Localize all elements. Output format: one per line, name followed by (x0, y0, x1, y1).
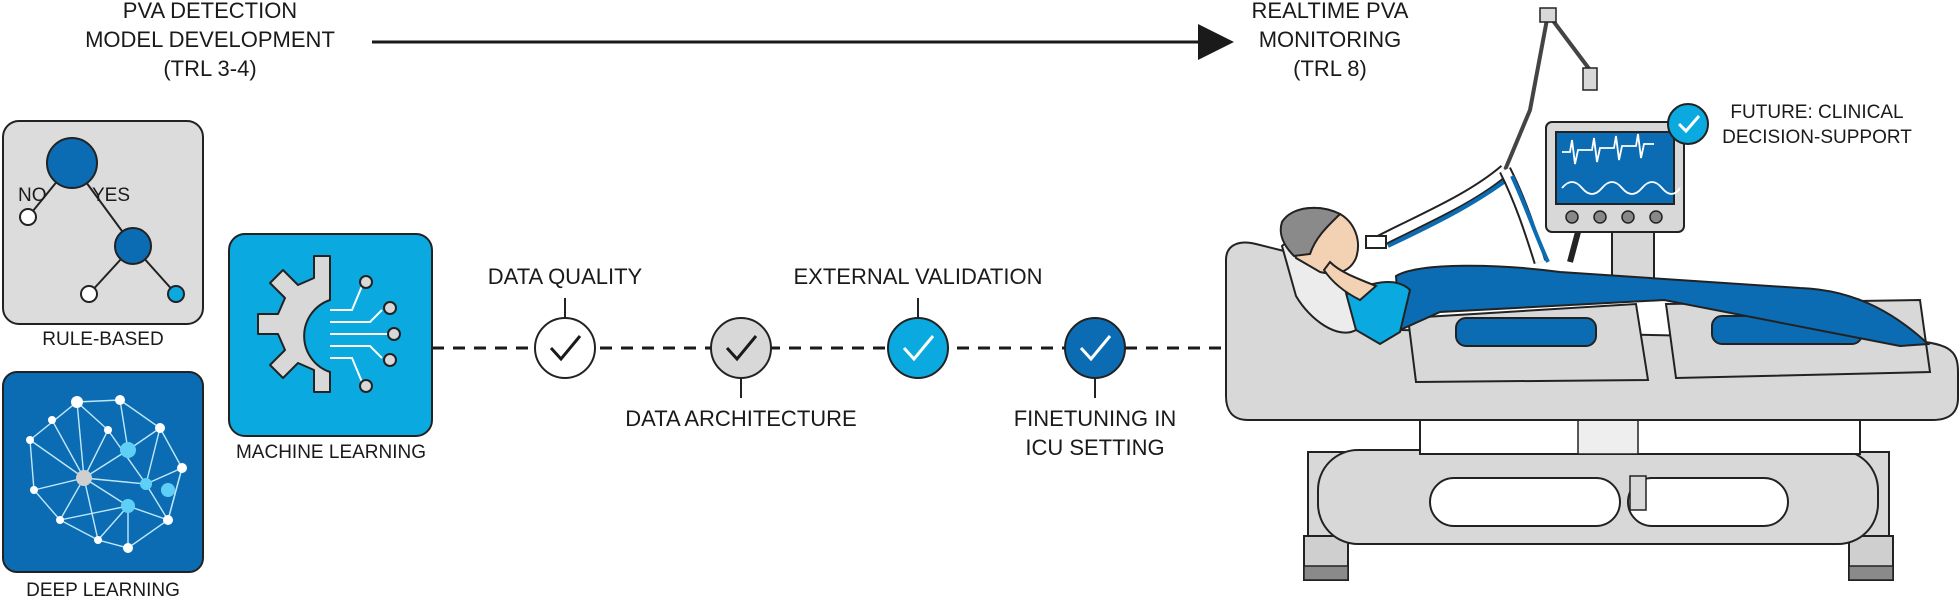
rule-based-label: RULE-BASED (42, 329, 164, 350)
tree-leaf-node (19, 208, 37, 226)
ventilator-tubes (1374, 165, 1581, 264)
check-icon (725, 335, 758, 362)
step-label-data-architecture: DATA ARCHITECTURE (625, 406, 857, 431)
check-icon (1079, 335, 1112, 362)
tree-branch-node (114, 227, 152, 265)
header-left-label: PVA DETECTION MODEL DEVELOPMENT (TRL 3-4… (85, 0, 335, 81)
step-label-data-quality: DATA QUALITY (487, 264, 643, 289)
future-check-badge (1667, 103, 1709, 145)
step-node-external-validation (887, 298, 949, 379)
tree-root-node (46, 137, 98, 189)
machine-learning-label: MACHINE LEARNING (235, 442, 427, 463)
tree-no-label: NO (18, 185, 47, 206)
step-label-finetuning: FINETUNING IN ICU SETTING (1013, 406, 1177, 460)
header-right-label: REALTIME PVA MONITORING (TRL 8) (1251, 0, 1409, 81)
deep-learning-label: DEEP LEARNING (26, 580, 180, 601)
machine-learning-panel (228, 233, 433, 437)
step-label-external-validation: EXTERNAL VALIDATION (793, 264, 1043, 289)
gear-icon (257, 255, 331, 393)
deep-learning-panel (2, 371, 204, 573)
tree-leaf-node (80, 285, 98, 303)
check-icon (549, 335, 582, 362)
ventilator-monitor (1503, 7, 1709, 291)
rule-based-panel (2, 120, 204, 325)
future-label: FUTURE: CLINICAL DECISION-SUPPORT (1722, 102, 1912, 148)
tree-yes-label: YES (92, 185, 131, 206)
step-node-data-architecture (710, 317, 772, 398)
step-node-data-quality (534, 298, 596, 379)
patient (1279, 206, 1931, 348)
check-icon (902, 335, 935, 362)
step-node-finetuning (1064, 317, 1126, 398)
tree-leaf-node (167, 285, 185, 303)
check-icon (1677, 115, 1701, 134)
